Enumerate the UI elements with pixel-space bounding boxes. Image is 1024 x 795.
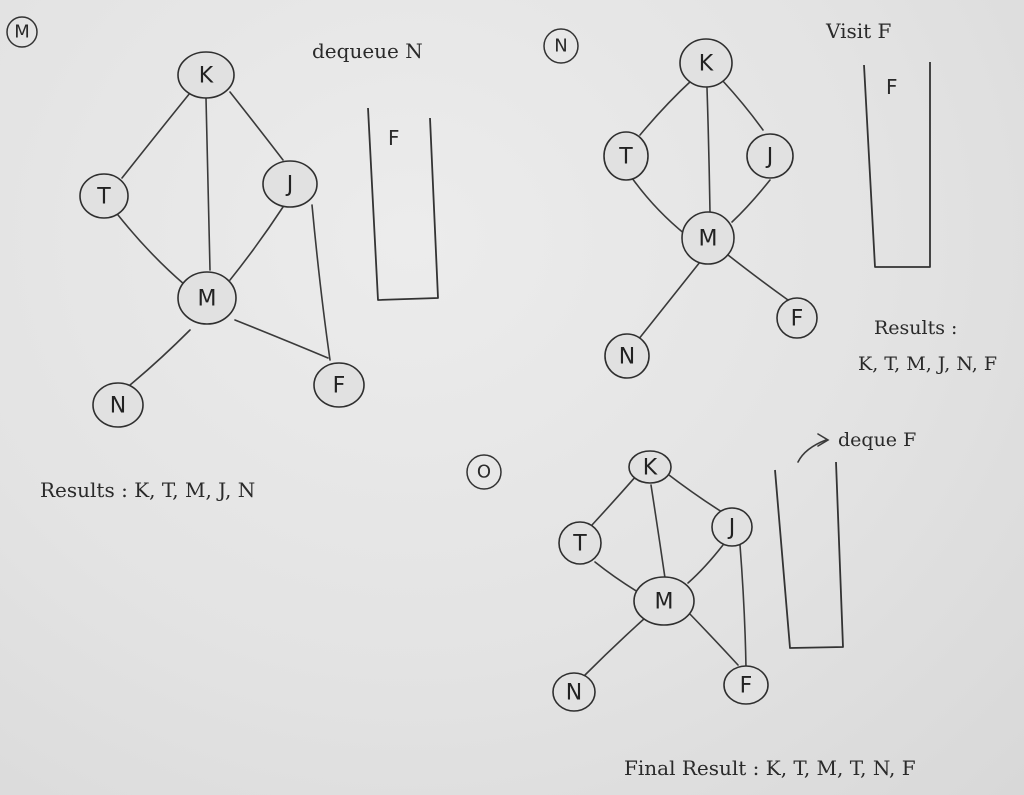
edge-k-m xyxy=(706,87,711,213)
svg-text:N: N xyxy=(566,681,582,706)
edge-k-j xyxy=(664,471,723,513)
step-m-panel: M K T J M xyxy=(6,16,439,502)
svg-text:F: F xyxy=(333,374,346,399)
svg-text:T: T xyxy=(572,532,587,557)
svg-text:J: J xyxy=(727,516,736,541)
svg-text:J: J xyxy=(765,145,774,170)
node-k: K xyxy=(679,38,733,88)
node-f: F xyxy=(723,665,769,705)
edge-k-m xyxy=(205,97,211,271)
edge-t-m xyxy=(594,561,639,593)
step-n-results: K, T, M, J, N, F xyxy=(858,353,997,375)
svg-text:J: J xyxy=(285,173,294,198)
svg-text:F: F xyxy=(791,307,804,332)
edge-t-m xyxy=(631,177,687,236)
edge-j-m xyxy=(687,544,724,584)
svg-text:F: F xyxy=(740,674,753,699)
svg-text:M: M xyxy=(699,227,718,252)
queue-item: F xyxy=(886,75,898,99)
node-t: T xyxy=(558,521,602,565)
edge-j-f xyxy=(311,204,331,361)
step-m-note: dequeue N xyxy=(312,39,423,63)
node-m: M xyxy=(177,271,237,325)
node-n: N xyxy=(604,333,650,379)
node-m: M xyxy=(681,211,735,265)
step-n-label-badge: N xyxy=(543,28,579,64)
edge-k-j xyxy=(229,91,284,161)
step-n-results-title: Results : xyxy=(874,317,957,339)
node-j: J xyxy=(711,507,753,547)
edge-k-t xyxy=(121,92,191,179)
svg-text:N: N xyxy=(110,394,126,419)
node-k: K xyxy=(177,51,235,99)
svg-text:M: M xyxy=(198,287,217,312)
step-o-label-badge: O xyxy=(466,454,502,490)
svg-text:N: N xyxy=(619,345,635,370)
svg-text:K: K xyxy=(199,64,214,89)
edge-m-f xyxy=(687,611,739,666)
step-o-note: deque F xyxy=(838,429,916,451)
step-m-label: M xyxy=(14,22,30,43)
step-m-label-badge: M xyxy=(6,16,38,48)
svg-text:T: T xyxy=(618,145,633,170)
svg-text:K: K xyxy=(643,456,658,481)
node-j: J xyxy=(262,160,318,208)
step-n-panel: N K T J M xyxy=(543,19,997,379)
svg-text:T: T xyxy=(96,185,111,210)
edge-m-f xyxy=(727,254,789,301)
step-n-label: N xyxy=(554,36,567,57)
edge-m-n xyxy=(637,261,701,341)
edge-j-m xyxy=(229,206,284,281)
node-f: F xyxy=(313,362,365,408)
edge-k-j xyxy=(721,79,764,131)
step-o-queue xyxy=(774,461,844,649)
edge-j-m xyxy=(731,179,771,223)
edge-k-m xyxy=(650,484,666,579)
step-n-note: Visit F xyxy=(825,19,892,43)
node-f: F xyxy=(776,297,818,339)
node-j: J xyxy=(746,133,794,179)
node-t: T xyxy=(79,173,129,219)
step-m-results: Results : K, T, M, J, N xyxy=(40,478,255,502)
edge-j-f xyxy=(739,544,747,669)
edge-k-t xyxy=(639,79,693,136)
edge-m-n xyxy=(129,329,191,386)
edge-m-f xyxy=(234,319,329,359)
step-o-arrow xyxy=(797,433,830,463)
step-o-panel: O K T J M xyxy=(466,429,916,780)
step-n-graph: K T J M N F xyxy=(603,38,818,379)
edge-t-m xyxy=(117,214,186,286)
edge-k-t xyxy=(591,474,638,526)
step-o-graph: K T J M N F xyxy=(552,450,769,712)
node-n: N xyxy=(552,672,596,712)
node-k: K xyxy=(628,450,672,484)
node-m: M xyxy=(633,576,695,626)
step-o-label: O xyxy=(477,462,491,483)
node-t: T xyxy=(603,131,649,181)
queue-item: F xyxy=(388,126,400,150)
node-n: N xyxy=(92,382,144,428)
step-n-queue: F xyxy=(863,62,931,268)
step-m-queue: F xyxy=(367,107,439,301)
svg-text:M: M xyxy=(655,590,674,615)
step-o-results: Final Result : K, T, M, T, N, F xyxy=(624,756,916,780)
step-m-graph: K T J M N F xyxy=(79,51,365,428)
edge-m-n xyxy=(584,617,646,676)
svg-text:K: K xyxy=(699,52,714,77)
